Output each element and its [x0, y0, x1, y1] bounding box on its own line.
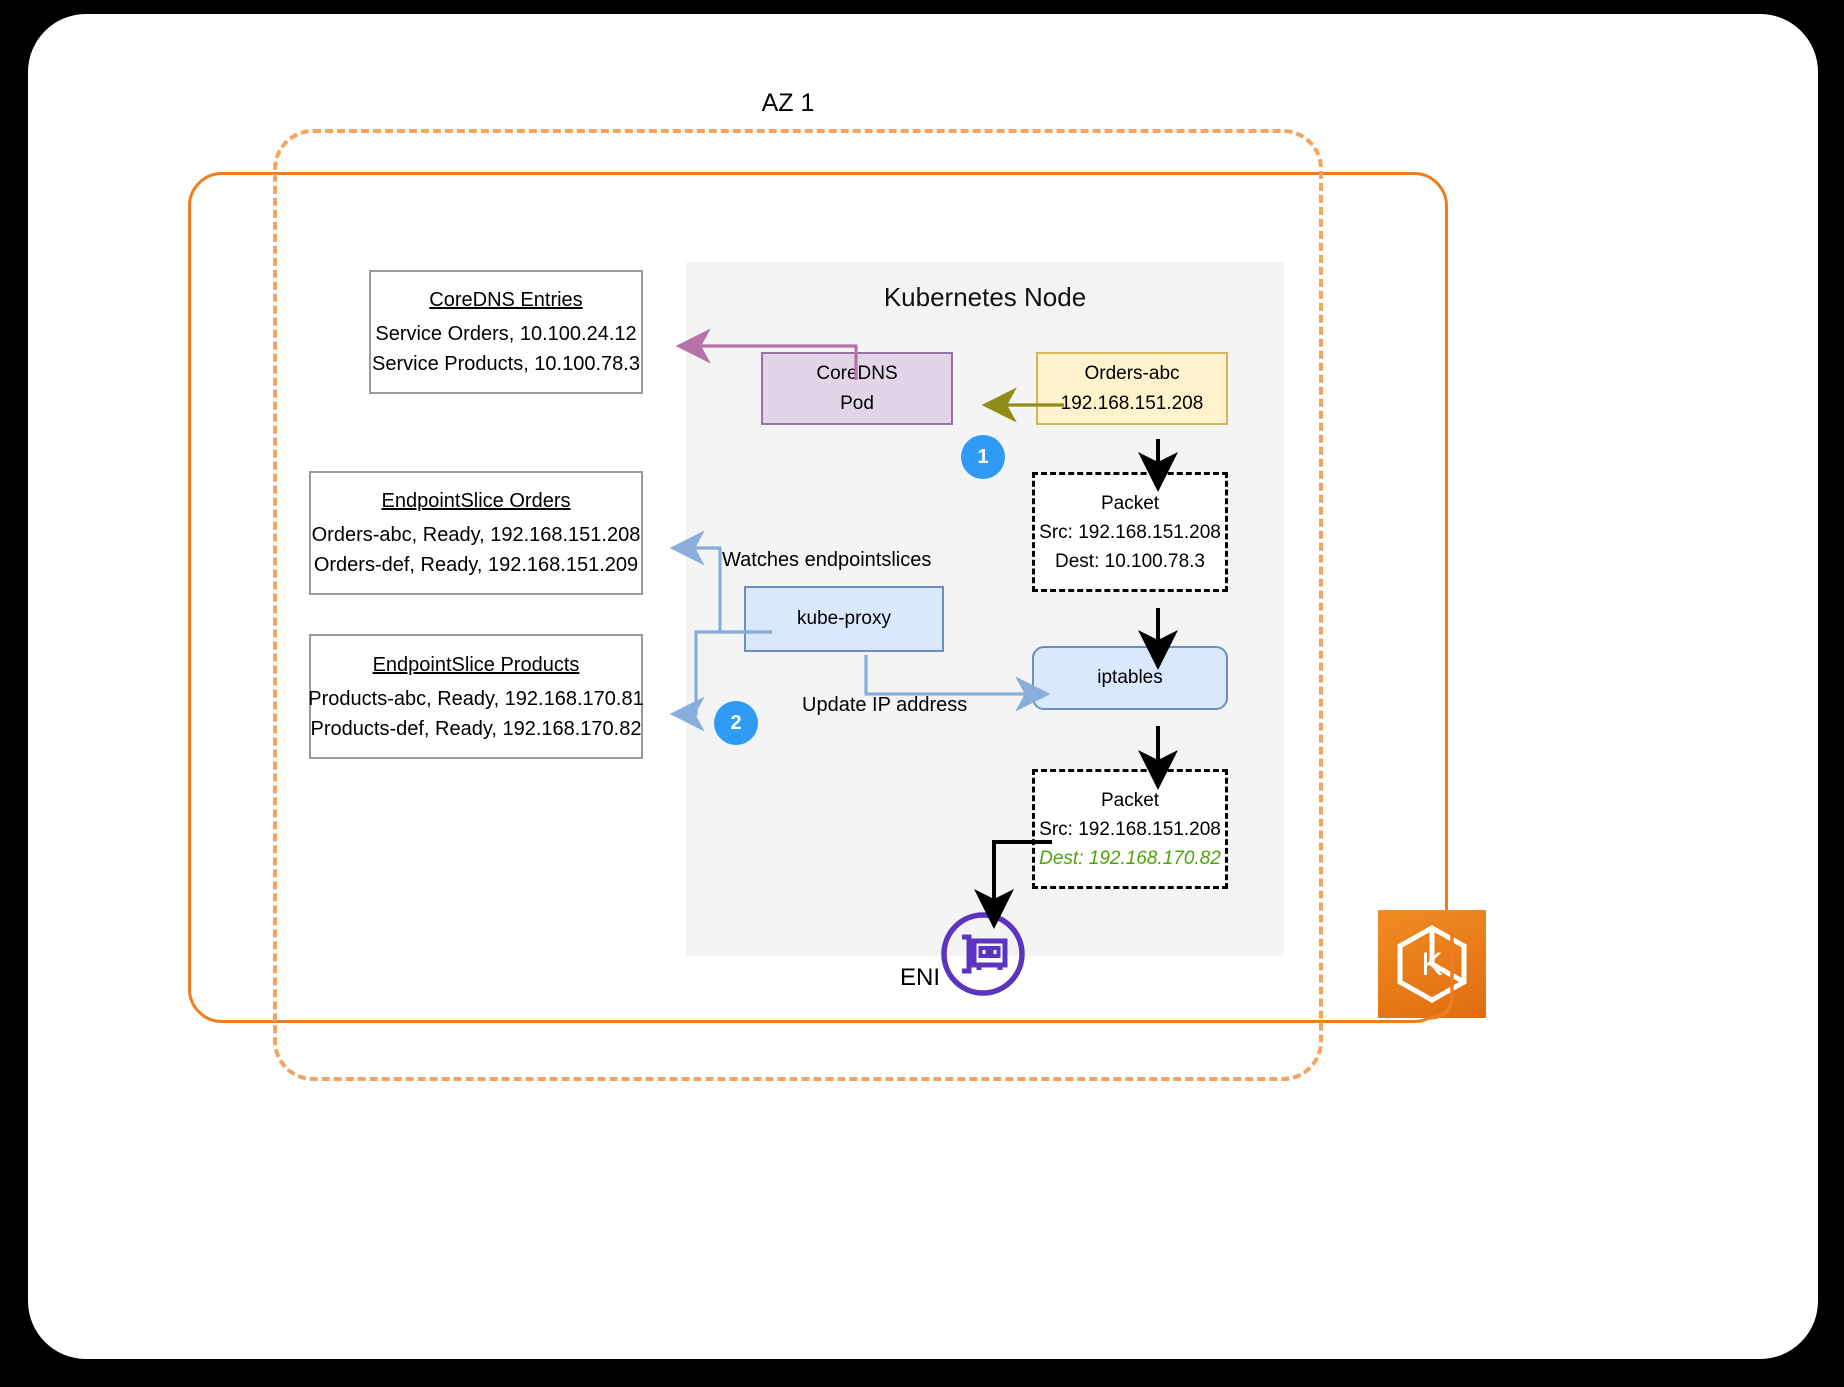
endpointslice-row: Products-def, Ready, 192.168.170.82 [310, 717, 642, 740]
coredns-pod-line1: CoreDNS [816, 362, 898, 384]
update-ip-address-label: Update IP address [802, 694, 968, 716]
packet-dest-highlighted: Dest: 192.168.170.82 [1039, 847, 1221, 869]
coredns-pod-line2: Pod [840, 392, 874, 414]
endpointslice-products-box: EndpointSlice Products Products-abc, Rea… [308, 634, 644, 759]
packet-before-box: Packet Src: 192.168.151.208 Dest: 10.100… [1032, 472, 1228, 592]
az-label: AZ 1 [761, 89, 815, 117]
packet-title: Packet [1100, 789, 1160, 811]
kube-proxy-box: kube-proxy [744, 586, 944, 652]
endpointslice-row: Orders-def, Ready, 192.168.151.209 [313, 554, 639, 576]
packet-title: Packet [1100, 492, 1160, 514]
orders-pod-name: Orders-abc [1084, 362, 1180, 384]
network-interface-card-icon [940, 911, 1026, 997]
orders-pod-ip: 192.168.151.208 [1060, 392, 1204, 414]
eks-logo-icon: K [1378, 910, 1486, 1018]
availability-zone-boundary [273, 129, 1323, 1081]
step-badge-1: 1 [961, 435, 1005, 479]
coredns-entry-row: Service Orders, 10.100.24.12 [375, 323, 637, 345]
coredns-entries-title: CoreDNS Entries [429, 289, 583, 311]
iptables-box: iptables [1032, 646, 1228, 710]
kube-proxy-label: kube-proxy [797, 608, 891, 629]
svg-text:K: K [1421, 946, 1442, 982]
packet-after-box: Packet Src: 192.168.151.208 Dest: 192.16… [1032, 769, 1228, 889]
white-canvas: AZ 1 Kubernetes Node CoreDNS Entries Ser… [28, 14, 1818, 1359]
kubernetes-node-title: Kubernetes Node [883, 282, 1087, 312]
coredns-entry-row: Service Products, 10.100.78.3 [372, 353, 640, 375]
watches-endpointslices-label: Watches endpointslices [722, 549, 932, 571]
endpointslice-row: Orders-abc, Ready, 192.168.151.208 [311, 524, 641, 546]
vpc-boundary [188, 172, 1448, 1023]
endpointslice-row: Products-abc, Ready, 192.168.170.81 [308, 687, 644, 710]
endpointslice-orders-box: EndpointSlice Orders Orders-abc, Ready, … [309, 471, 643, 595]
eni-label: ENI [900, 964, 941, 991]
coredns-pod-box: CoreDNS Pod [761, 352, 953, 425]
packet-src: Src: 192.168.151.208 [1039, 521, 1221, 543]
coredns-entries-box: CoreDNS Entries Service Orders, 10.100.2… [369, 270, 643, 394]
packet-dest: Dest: 10.100.78.3 [1055, 550, 1205, 572]
iptables-label: iptables [1097, 667, 1163, 688]
packet-src: Src: 192.168.151.208 [1039, 818, 1221, 840]
step-badge-2: 2 [714, 701, 758, 745]
endpointslice-orders-title: EndpointSlice Orders [381, 490, 571, 512]
endpointslice-products-title: EndpointSlice Products [372, 653, 580, 676]
orders-pod-box: Orders-abc 192.168.151.208 [1036, 352, 1228, 425]
